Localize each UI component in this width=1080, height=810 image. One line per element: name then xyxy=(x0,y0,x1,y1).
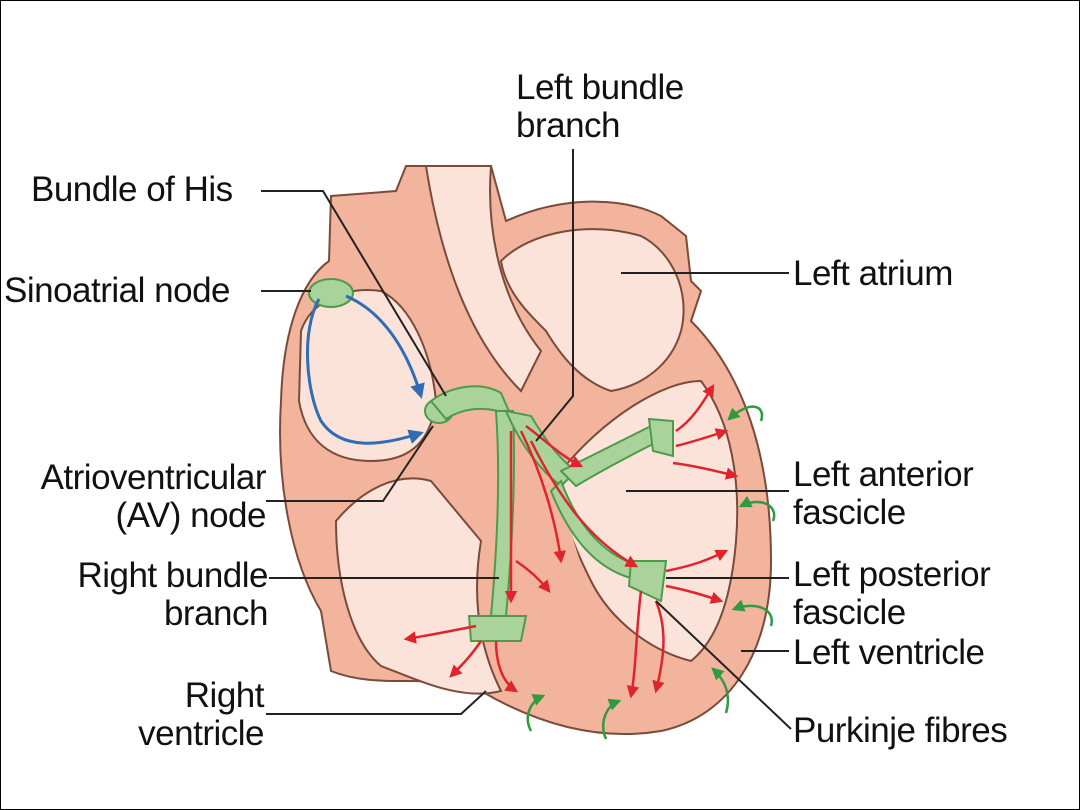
atrial-activation-pathway-2 xyxy=(345,294,425,399)
label-right-bundle-branch: Right bundle branch xyxy=(77,556,268,633)
aorta xyxy=(424,165,543,393)
label-left-bundle-branch: Left bundle branch xyxy=(516,68,684,145)
label-left-atrium: Left atrium xyxy=(793,254,953,293)
label-left-posterior-fascicle: Left posterior fascicle xyxy=(793,555,991,632)
left-anterior-purkinje-fan xyxy=(647,417,674,458)
label-left-anterior-fascicle: Left anterior fascicle xyxy=(793,455,974,532)
label-bundle-of-his: Bundle of His xyxy=(31,170,233,209)
label-right-ventricle: Right ventricle xyxy=(138,676,264,753)
ventricular-activation-arrows xyxy=(403,383,739,699)
right-purkinje-fan xyxy=(467,615,528,642)
repolarisation-arrows xyxy=(526,405,776,740)
label-av-node: Atrioventricular (AV) node xyxy=(40,458,267,535)
left-atrium-chamber xyxy=(499,228,685,393)
atrial-activation-pathway xyxy=(306,298,424,445)
right-ventricle-chamber xyxy=(334,477,503,695)
label-sinoatrial-node: Sinoatrial node xyxy=(4,271,231,310)
label-left-ventricle: Left ventricle xyxy=(793,633,985,672)
interventricular-septum xyxy=(481,431,641,701)
leader-lines xyxy=(261,149,792,730)
left-posterior-purkinje-fan xyxy=(627,560,668,603)
label-purkinje-fibres: Purkinje fibres xyxy=(793,711,1008,750)
